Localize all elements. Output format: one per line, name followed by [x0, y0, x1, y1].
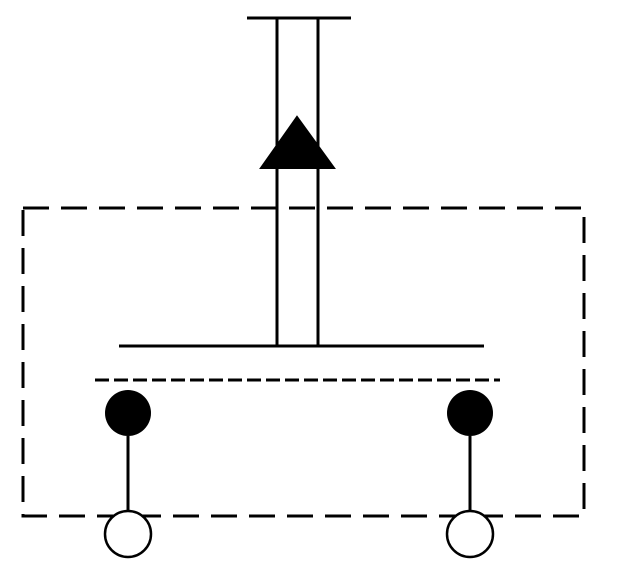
- filled-contact-right: [447, 390, 493, 436]
- housing-enclosure: [21, 206, 586, 518]
- arrow-up-icon: [259, 115, 336, 169]
- filled-contact-left: [105, 390, 151, 436]
- open-terminal-left: [103, 509, 153, 559]
- open-terminal-right: [445, 509, 495, 559]
